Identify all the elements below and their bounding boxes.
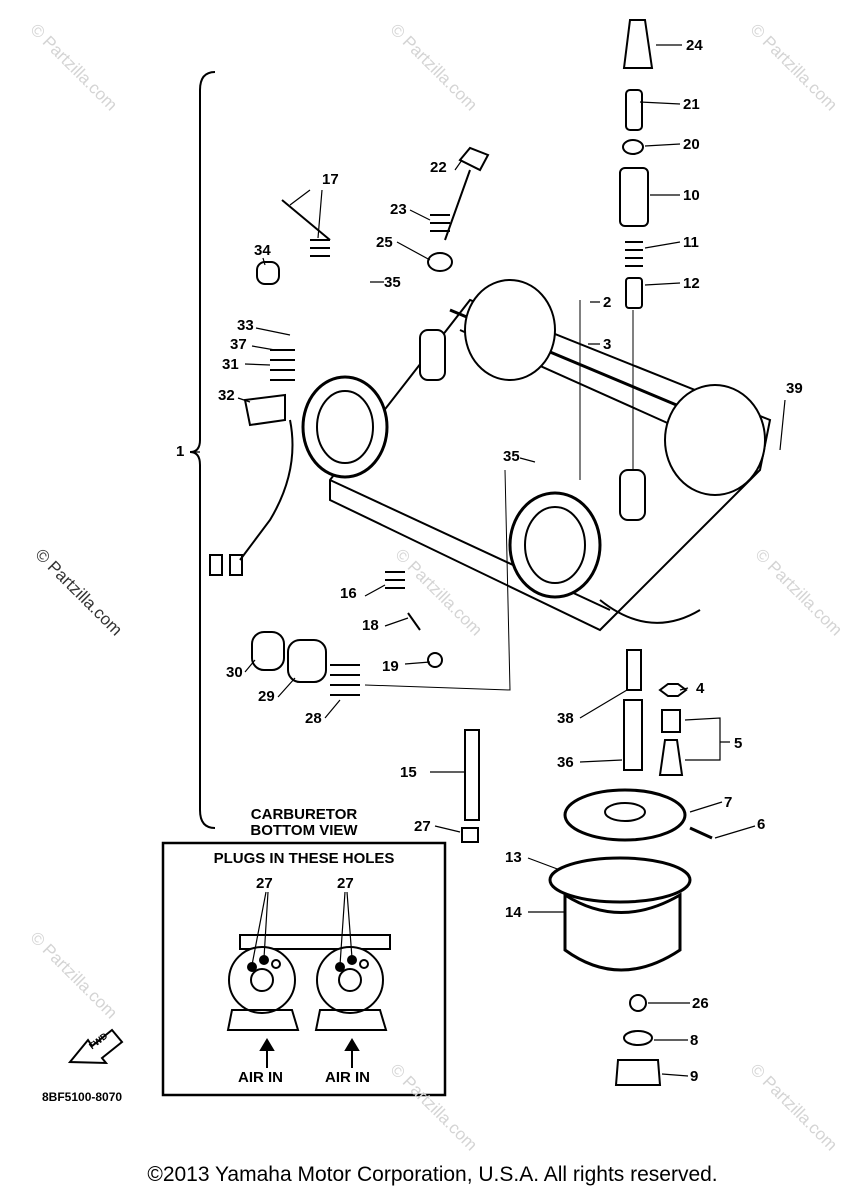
callout-34: 34: [254, 242, 271, 259]
part-16-spring: [385, 571, 405, 589]
bottom-view-drawing: [226, 891, 391, 1068]
part-5a: [661, 709, 681, 733]
part-12: [625, 277, 643, 309]
callout-21: 21: [683, 96, 700, 113]
inset-title-line2: BOTTOM VIEW: [250, 822, 358, 839]
terminal: [229, 554, 243, 576]
callout-15: 15: [400, 764, 417, 781]
part-30: [251, 631, 285, 671]
leader-lines: [190, 44, 786, 1077]
callout-30: 30: [226, 664, 243, 681]
callout-35: 35: [503, 448, 520, 465]
part-19: [427, 652, 443, 668]
callout-5: 5: [734, 735, 743, 752]
callout-8: 8: [690, 1032, 699, 1049]
part-29: [287, 639, 327, 683]
callout-1: 1: [176, 443, 185, 460]
callout-31: 31: [222, 356, 239, 373]
air-in-right: AIR IN: [325, 1069, 370, 1086]
callout-37: 37: [230, 336, 247, 353]
part-22-screw: [444, 146, 490, 241]
part-4-nut: [658, 683, 688, 697]
callout-4: 4: [696, 680, 705, 697]
callout-17: 17: [322, 171, 339, 188]
callout-24: 24: [686, 37, 703, 54]
part-32: [243, 393, 286, 427]
callout-18: 18: [362, 617, 379, 634]
assembly-bracket: [189, 71, 216, 829]
callout-28: 28: [305, 710, 322, 727]
callout-19: 19: [382, 658, 399, 675]
callout-20: 20: [683, 136, 700, 153]
part-10: [619, 167, 649, 227]
part-9-bolt: [614, 1059, 662, 1086]
callout-27: 27: [414, 818, 431, 835]
part-17-screw: [281, 199, 331, 241]
part-21: [625, 89, 643, 131]
part-34: [256, 261, 280, 285]
part-23-spring: [430, 214, 450, 232]
part-11-spring: [625, 241, 643, 267]
terminal: [209, 554, 223, 576]
part-20: [622, 139, 644, 155]
callout-38: 38: [557, 710, 574, 727]
bottom-view-inset: [161, 841, 447, 1097]
callout-22: 22: [430, 159, 447, 176]
callout-11: 11: [683, 234, 699, 251]
wire-lead: [239, 419, 294, 561]
callout-7: 7: [724, 794, 733, 811]
callout-32: 32: [218, 387, 235, 404]
part-36: [623, 699, 643, 771]
part-38: [626, 649, 642, 691]
callout-16: 16: [340, 585, 357, 602]
inset-title: CARBURETOR BOTTOM VIEW: [224, 807, 384, 839]
part-24-cap: [622, 19, 654, 69]
callout-26: 26: [692, 995, 709, 1012]
part-28-spring: [330, 664, 360, 696]
callout-6: 6: [757, 816, 766, 833]
part-31-spring: [270, 349, 295, 381]
part-5b: [658, 739, 684, 776]
callout-12: 12: [683, 275, 700, 292]
air-in-left: AIR IN: [238, 1069, 283, 1086]
callout-35: 35: [384, 274, 401, 291]
callout-25: 25: [376, 234, 393, 251]
part-27: [461, 827, 479, 843]
part-6-pin: [689, 826, 713, 840]
callout-23: 23: [390, 201, 407, 218]
part-26: [629, 994, 647, 1012]
inset-plug-label-left: 27: [256, 875, 273, 892]
part-8-washer: [623, 1030, 653, 1046]
callout-39: 39: [786, 380, 803, 397]
carburetor-body: [301, 279, 772, 632]
callout-29: 29: [258, 688, 275, 705]
callout-9: 9: [690, 1068, 699, 1085]
diagram-code: 8BF5100-8070: [42, 1090, 123, 1104]
callout-33: 33: [237, 317, 254, 334]
callout-10: 10: [683, 187, 700, 204]
inset-title-line1: CARBURETOR: [250, 806, 358, 823]
fwd-arrow-icon: [67, 1028, 124, 1065]
part-13-gasket: [548, 856, 692, 904]
callout-13: 13: [505, 849, 522, 866]
callout-3: 3: [603, 336, 612, 353]
callout-14: 14: [505, 904, 522, 921]
inset-heading: PLUGS IN THESE HOLES: [213, 850, 395, 867]
callout-36: 36: [557, 754, 574, 771]
inset-plug-label-right: 27: [337, 875, 354, 892]
part-15: [464, 729, 480, 821]
part-25: [427, 252, 453, 272]
part-7-float: [563, 788, 687, 842]
copyright-footer: ©2013 Yamaha Motor Corporation, U.S.A. A…: [147, 1163, 718, 1186]
part-18: [407, 612, 421, 631]
callout-2: 2: [603, 294, 612, 311]
part-17-spring: [310, 239, 330, 257]
part-14-bowl: [563, 892, 682, 972]
